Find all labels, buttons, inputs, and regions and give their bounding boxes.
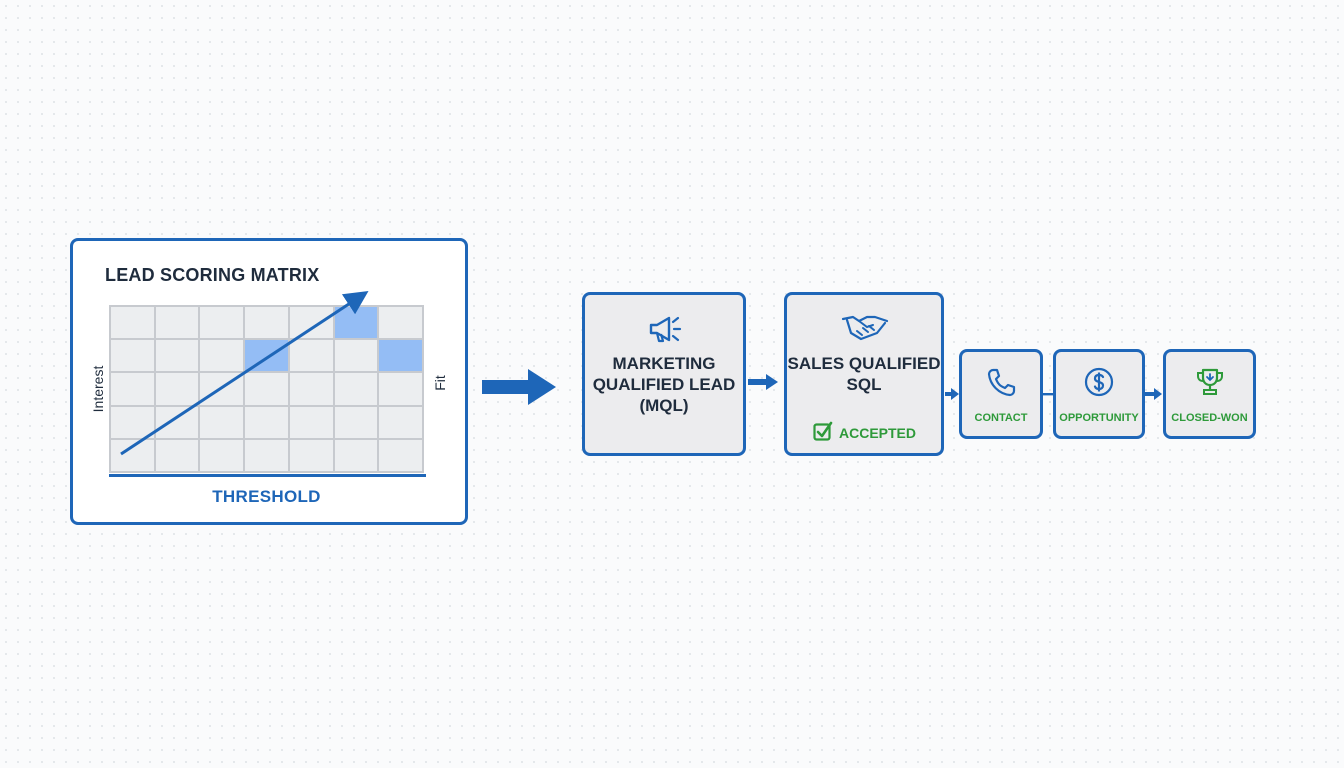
matrix-cell — [155, 439, 199, 471]
matrix-cell — [200, 406, 244, 438]
closed-won-label: CLOSED-WON — [1171, 412, 1248, 424]
matrix-cell — [200, 307, 244, 339]
matrix-cell — [245, 373, 288, 405]
matrix-cell-highlighted — [245, 340, 288, 372]
contact-stage: CONTACT — [959, 349, 1043, 439]
accepted-label: ACCEPTED — [839, 424, 917, 441]
flow-arrow-sql-contact — [945, 388, 959, 400]
lead-scoring-matrix-panel: LEAD SCORING MATRIX Interest Fit THRESHO… — [70, 238, 468, 525]
x-axis-label: Fit — [432, 375, 448, 391]
matrix-cell — [379, 307, 422, 339]
threshold-line — [109, 474, 426, 477]
contact-label: CONTACT — [974, 412, 1028, 424]
opportunity-label: OPPORTUNITY — [1059, 412, 1139, 424]
matrix-cell — [379, 406, 422, 438]
trophy-icon — [1194, 366, 1226, 403]
flow-arrow-contact-opportunity — [1043, 393, 1053, 396]
matrix-cell — [289, 373, 333, 405]
matrix-cell-highlighted — [334, 307, 378, 339]
matrix-cell — [200, 439, 244, 471]
matrix-cell — [289, 406, 333, 438]
matrix-cell-highlighted — [379, 340, 422, 372]
closed-won-stage: CLOSED-WON — [1163, 349, 1256, 439]
matrix-cell — [245, 439, 288, 471]
accepted-status: ACCEPTED — [813, 421, 916, 444]
matrix-cell — [155, 340, 199, 372]
matrix-cell — [111, 307, 154, 339]
matrix-cell — [200, 340, 244, 372]
sql-stage: SALES QUALIFIED SQL ACCEPTED — [784, 292, 944, 456]
matrix-cell — [200, 373, 244, 405]
flow-arrow-opportunity-closed — [1145, 388, 1162, 400]
matrix-cell — [245, 406, 288, 438]
matrix-cell — [289, 340, 333, 372]
sql-label: SALES QUALIFIED SQL — [787, 354, 941, 394]
check-box-icon — [813, 421, 833, 444]
matrix-cell — [245, 307, 288, 339]
matrix-cell — [379, 373, 422, 405]
threshold-label: THRESHOLD — [212, 487, 321, 506]
matrix-cell — [334, 340, 378, 372]
phone-icon — [985, 366, 1017, 403]
matrix-cell — [334, 406, 378, 438]
y-axis-label: Interest — [90, 365, 106, 413]
matrix-cell — [155, 406, 199, 438]
matrix-cell — [334, 373, 378, 405]
matrix-cell — [155, 307, 199, 339]
flow-arrow-mql-sql — [748, 374, 778, 390]
matrix-cell — [155, 373, 199, 405]
megaphone-icon — [647, 313, 687, 350]
flow-arrow-large — [482, 369, 556, 405]
matrix-cell — [289, 439, 333, 471]
handshake-icon — [841, 311, 891, 348]
matrix-cell — [289, 307, 333, 339]
matrix-cell — [111, 406, 154, 438]
matrix-cell — [379, 439, 422, 471]
matrix-cell — [334, 439, 378, 471]
matrix-cell — [111, 340, 154, 372]
scoring-grid — [109, 305, 424, 473]
opportunity-stage: OPPORTUNITY — [1053, 349, 1145, 439]
dollar-icon — [1083, 366, 1115, 403]
mql-stage: MARKETING QUALIFIED LEAD (MQL) — [582, 292, 746, 456]
matrix-cell — [111, 439, 154, 471]
mql-label: MARKETING QUALIFIED LEAD (MQL) — [592, 354, 736, 415]
matrix-cell — [111, 373, 154, 405]
matrix-title: LEAD SCORING MATRIX — [105, 265, 320, 285]
